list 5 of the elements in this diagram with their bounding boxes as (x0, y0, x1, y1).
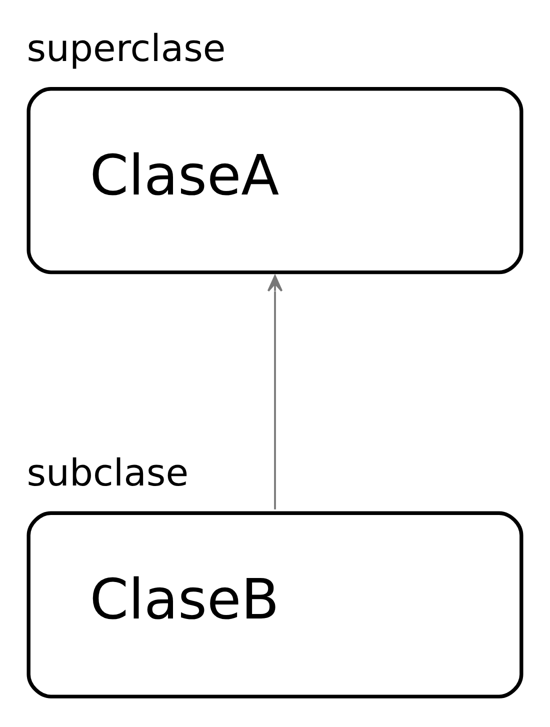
node-label: subclase (26, 450, 189, 494)
arrow (267, 274, 283, 509)
node-label: superclase (26, 26, 226, 70)
node-box: ClaseB (26, 510, 524, 698)
node-box: ClaseA (26, 86, 524, 274)
